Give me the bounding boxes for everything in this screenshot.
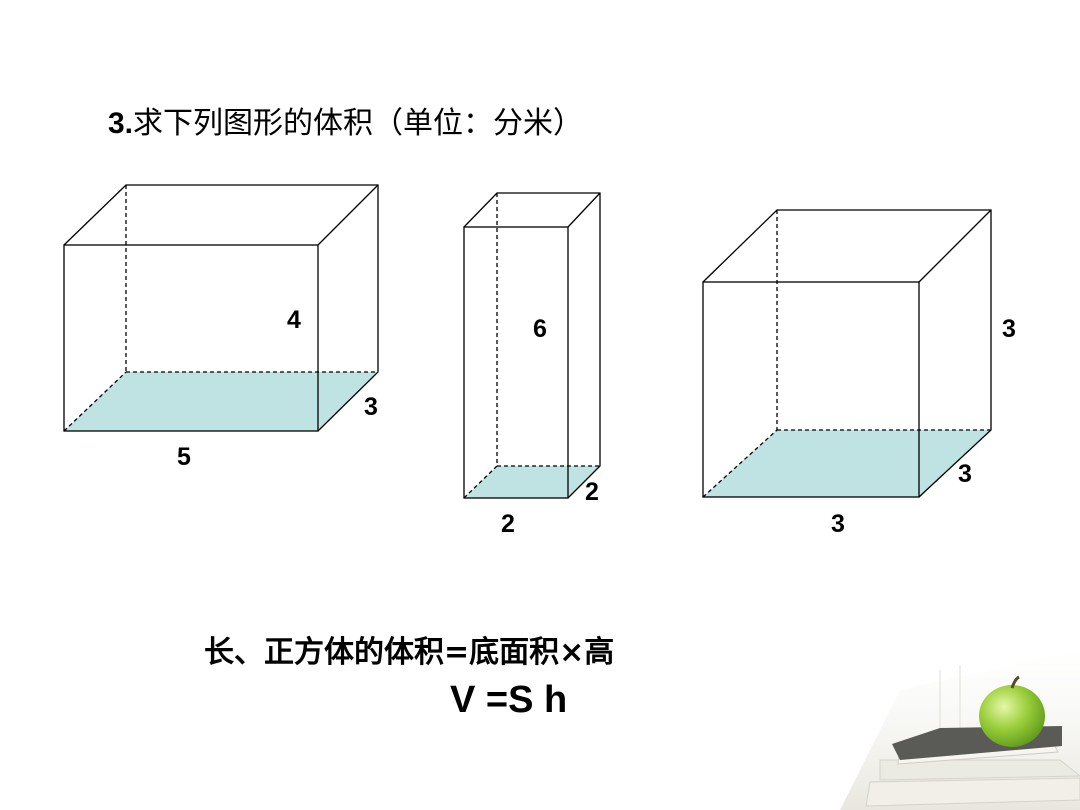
cuboid-1-height-label: 4 [287,306,301,334]
problem-number: 3. [108,107,134,140]
cube-width-label: 3 [958,460,972,488]
cuboid-2-length-label: 2 [501,510,515,538]
cube-front-face [702,281,920,498]
book-lower [865,777,1080,807]
cuboid-2-height-label: 6 [533,315,547,343]
cuboid-2-base-face [464,466,600,498]
cuboid-2-width-label: 2 [585,478,599,506]
cube-length-label: 3 [831,510,845,538]
volume-formula-symbolic: V =S h [450,679,568,721]
problem-title: 3.求下列图形的体积（单位：分米） [108,98,583,142]
cuboid-1-base-face [64,372,378,431]
cuboid-2-front-face [463,226,569,499]
cuboid-1-front-face [63,244,319,432]
book-bottom [879,759,1080,781]
cuboid-1-width-label: 3 [364,393,378,421]
cuboid-1-length-label: 5 [177,443,191,471]
volume-formula-text: 长、正方体的体积=底面积×高 [204,635,615,670]
cube-height-label: 3 [1002,315,1016,343]
apple-stem-icon [1010,675,1020,689]
problem-text: 求下列图形的体积（单位：分米） [133,106,584,141]
apple-icon [979,685,1045,747]
